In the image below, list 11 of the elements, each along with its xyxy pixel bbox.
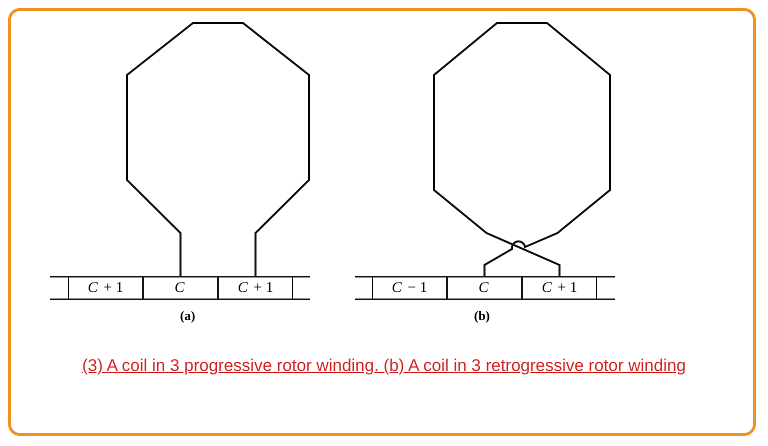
figure-label: (a): [180, 308, 196, 324]
commutator-segment: C: [447, 276, 522, 300]
commutator-segment: C: [143, 276, 218, 300]
commutator-segment: C + 1: [68, 276, 143, 300]
caption: (3) A coil in 3 progressive rotor winding. (b) A coil in 3 retrogressive rotor winding: [81, 356, 687, 376]
figure-label: (b): [474, 308, 490, 324]
commutator-segment: C − 1: [372, 276, 447, 300]
commutator-segment: C + 1: [522, 276, 597, 300]
coil-winding: [433, 22, 611, 276]
commutator-segment: C + 1: [218, 276, 293, 300]
coil-winding: [126, 22, 310, 276]
